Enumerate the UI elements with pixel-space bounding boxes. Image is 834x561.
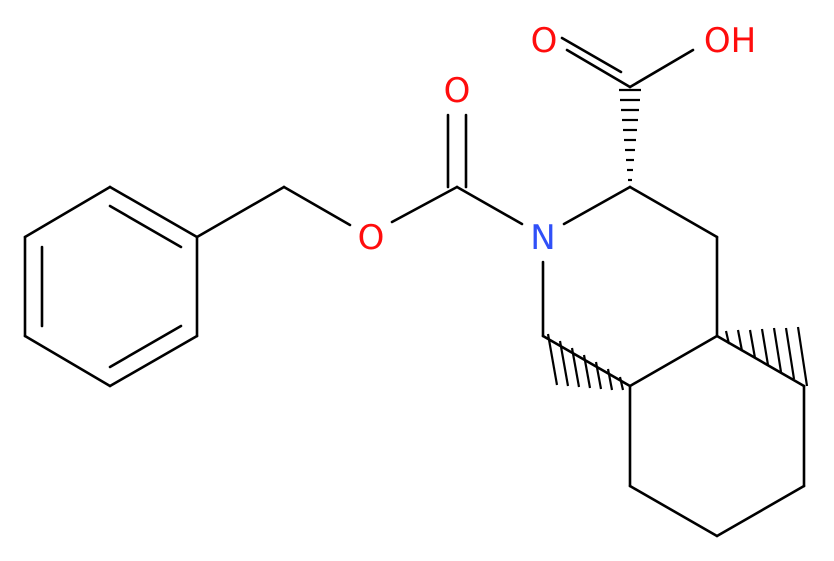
bond <box>108 324 183 369</box>
bond <box>565 48 632 89</box>
bond <box>562 185 632 226</box>
ester-oxygen-label: O <box>358 218 385 258</box>
piperidine-ring <box>541 185 719 388</box>
bond <box>628 48 695 89</box>
carbamate-group <box>195 113 524 239</box>
bond <box>23 334 112 388</box>
stereo-hash-wedges <box>546 88 809 391</box>
bond <box>195 185 286 239</box>
benzene-ring <box>23 185 199 388</box>
bond <box>628 185 719 239</box>
bond <box>628 334 719 388</box>
bond <box>715 484 806 538</box>
nitrogen-label: N <box>530 218 555 258</box>
hash-wedge-c3 <box>619 88 641 182</box>
bond <box>455 185 524 226</box>
bond <box>282 185 352 227</box>
acid-carbonyl-oxygen-label: O <box>531 21 558 61</box>
bond <box>108 204 183 249</box>
cyclohexane-ring <box>628 334 806 538</box>
hash-wedge-c8a <box>546 333 625 391</box>
bond <box>715 334 806 388</box>
bond <box>541 334 632 388</box>
carboxylic-acid-group <box>560 36 695 89</box>
acid-hydroxyl-label: OH <box>704 21 756 61</box>
bond <box>108 185 199 239</box>
hash-wedge-c4a <box>724 326 809 387</box>
bond <box>390 185 459 224</box>
bond <box>628 484 719 538</box>
carbonyl-oxygen-label: O <box>444 71 471 111</box>
bond <box>108 334 199 388</box>
bond <box>560 36 623 74</box>
bond <box>23 185 112 239</box>
